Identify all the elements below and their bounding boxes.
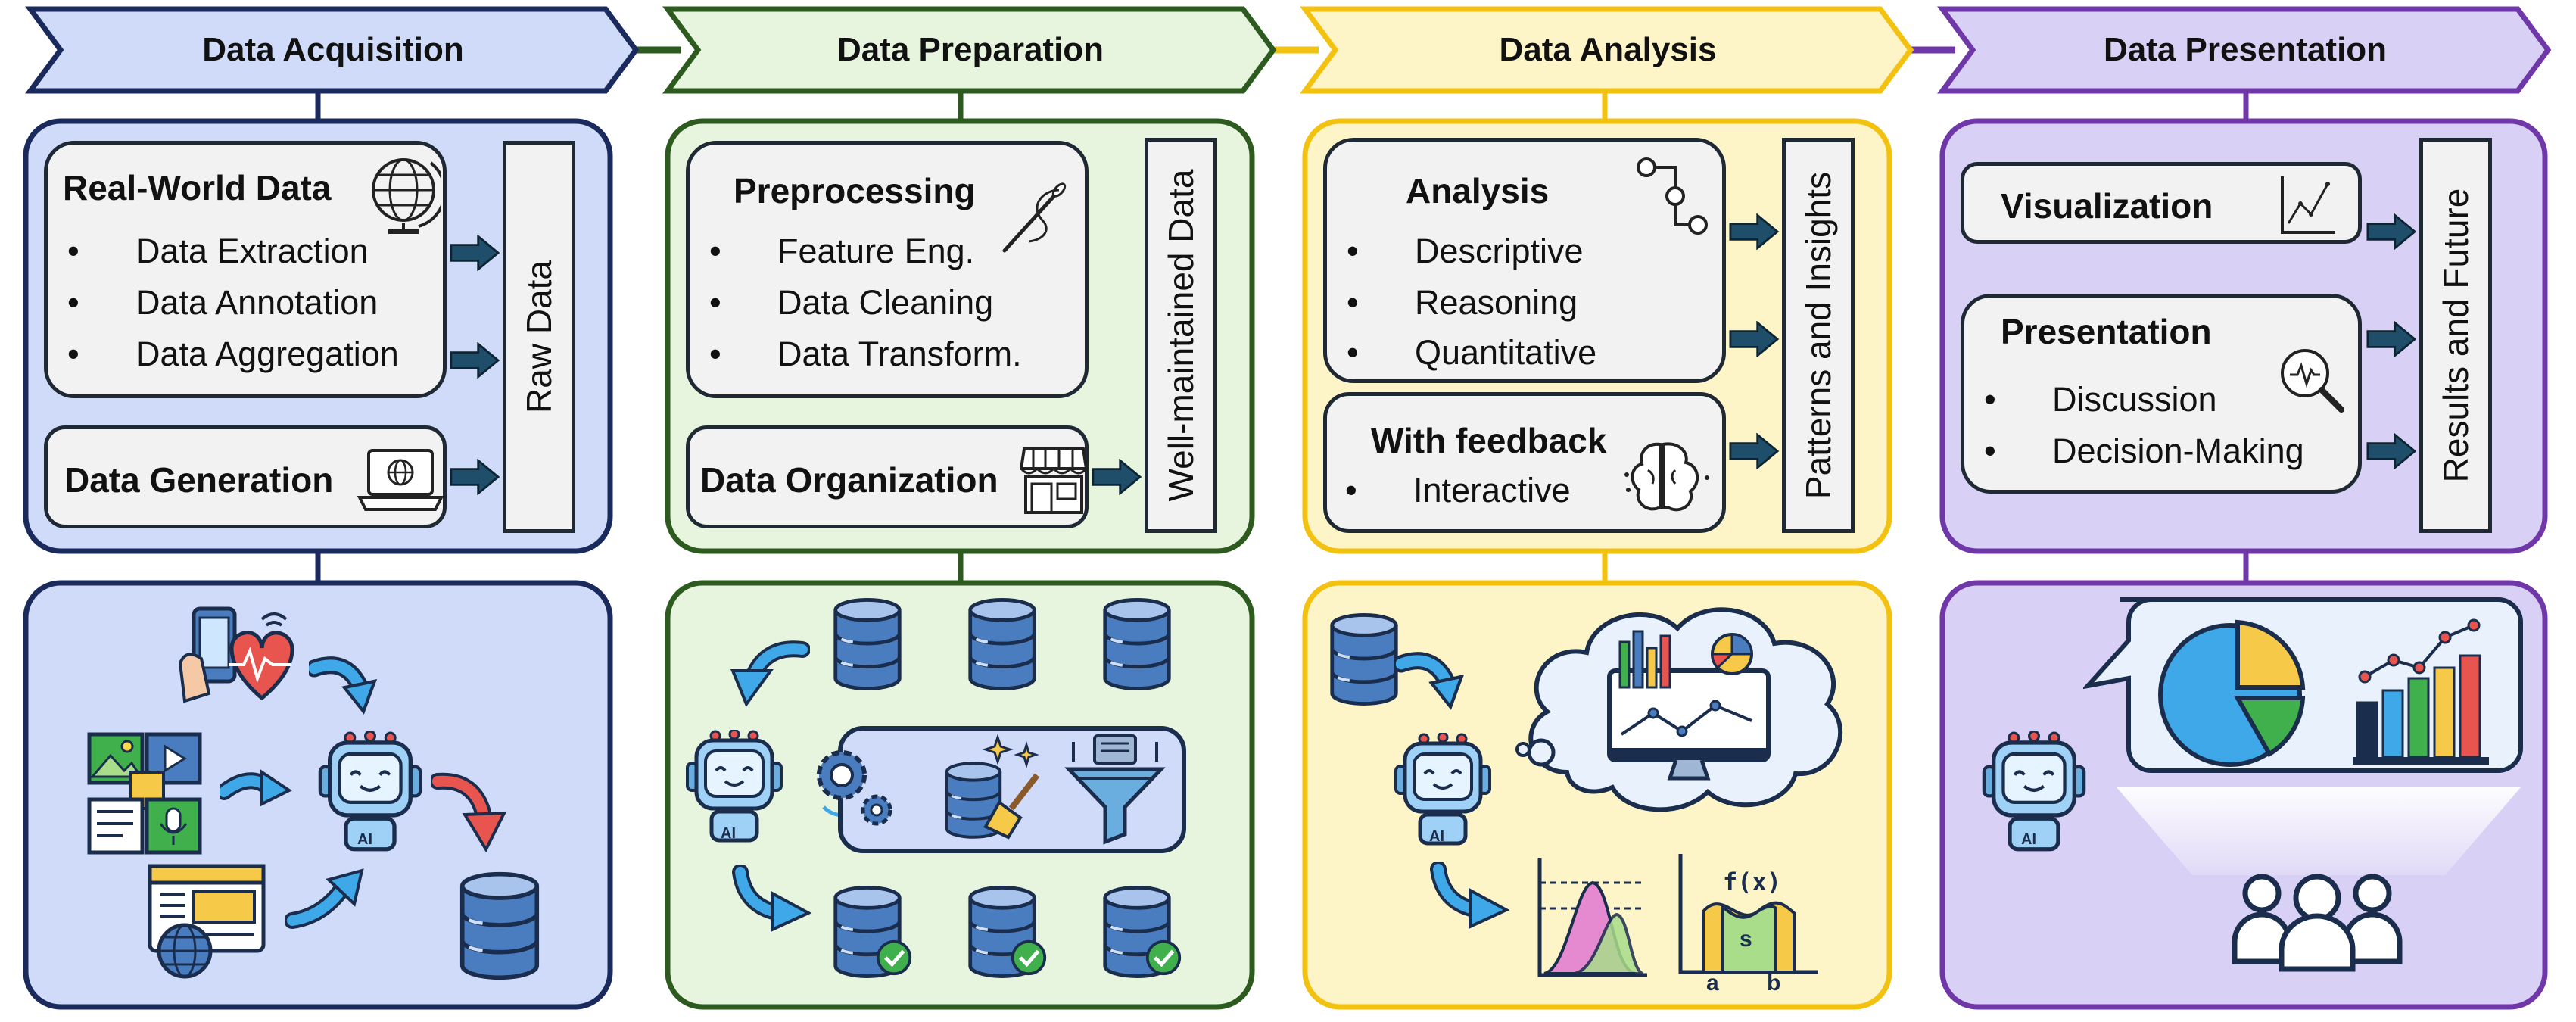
header-acquisition: Data Acquisition — [202, 31, 464, 68]
list-item: •Discussion — [1984, 380, 2217, 419]
arrow-icon — [1729, 433, 1779, 469]
database-icon — [1328, 612, 1400, 707]
header-presentation: Data Presentation — [2103, 31, 2388, 68]
web-page-icon — [148, 864, 266, 979]
header-preparation: Data Preparation — [836, 31, 1104, 68]
list-item: •Data Annotation — [67, 283, 378, 322]
distribution-chart-icon — [1537, 858, 1647, 977]
area-label: s — [1740, 927, 1752, 952]
with-feedback-box: With feedback •Interactive — [1323, 392, 1726, 533]
analysis-box: Analysis •Descriptive •Reasoning •Quanti… — [1323, 138, 1726, 383]
arrow-icon — [1092, 459, 1142, 495]
database-icon — [1101, 597, 1173, 692]
check-icon — [875, 939, 913, 977]
brain-icon — [1624, 442, 1709, 512]
well-maintained-data-label: Well-maintained Data — [1161, 169, 1201, 502]
raw-data-box: Raw Data — [503, 141, 575, 533]
gear-icon — [817, 750, 892, 826]
patterns-insights-box: Patterns and Insights — [1782, 138, 1855, 533]
list-item: •Data Transform. — [709, 335, 1022, 373]
data-generation-title: Data Generation — [64, 460, 334, 500]
with-feedback-title: With feedback — [1371, 421, 1607, 460]
robot-label: AI — [357, 831, 372, 848]
flowchart-icon — [1637, 157, 1708, 235]
well-maintained-data-box: Well-maintained Data — [1145, 138, 1217, 533]
list-item: •Descriptive — [1347, 232, 1584, 270]
list-item: •Reasoning — [1347, 283, 1578, 322]
arrow-icon — [2366, 213, 2416, 250]
users-icon — [2232, 874, 2403, 972]
arrow-icon — [2366, 433, 2416, 469]
integral-chart-icon — [1678, 854, 1818, 974]
axis-b-label: b — [1767, 971, 1781, 996]
real-world-data-box: Real-World Data •Data Extraction •Data A… — [44, 141, 447, 398]
visualization-title: Visualization — [2001, 186, 2213, 226]
list-item: •Data Extraction — [67, 232, 369, 270]
list-item: •Interactive — [1345, 471, 1571, 509]
curved-arrow-icon — [732, 865, 812, 933]
header-analysis: Data Analysis — [1499, 31, 1717, 68]
database-icon — [457, 871, 542, 981]
curved-arrow-icon — [1396, 648, 1469, 712]
funnel-icon — [1064, 734, 1166, 845]
list-item: •Data Cleaning — [709, 283, 994, 322]
header-acquisition-shape — [25, 6, 640, 94]
database-icon — [831, 597, 904, 692]
bar-chart-icon — [2353, 618, 2489, 765]
check-icon — [1145, 939, 1182, 977]
axis-a-label: a — [1706, 971, 1719, 996]
robot-label: AI — [1429, 828, 1444, 845]
list-item: •Quantitative — [1347, 333, 1597, 372]
database-icon — [966, 597, 1039, 692]
arrow-icon — [450, 459, 500, 495]
health-monitor-icon — [179, 606, 294, 703]
curved-arrow-icon — [285, 868, 364, 929]
globe-icon — [372, 158, 441, 234]
arrow-icon — [450, 342, 500, 379]
monitor-icon — [1607, 630, 1771, 781]
results-future-label: Results and Future — [2436, 188, 2475, 483]
presentation-box: Presentation •Discussion •Decision-Makin… — [1961, 294, 2362, 494]
patterns-insights-label: Patterns and Insights — [1799, 171, 1838, 500]
pie-chart-icon — [2158, 619, 2306, 767]
raw-data-label: Raw Data — [519, 260, 559, 413]
visualization-box: Visualization — [1961, 162, 2362, 244]
header-analysis-shape — [1300, 6, 1914, 94]
check-icon — [1010, 939, 1048, 977]
preprocessing-title: Preprocessing — [734, 171, 976, 210]
list-item: •Data Aggregation — [67, 335, 399, 373]
store-icon — [1020, 447, 1088, 514]
real-world-data-title: Real-World Data — [63, 168, 332, 207]
line-chart-icon — [2281, 176, 2335, 234]
curved-arrow-icon — [309, 653, 382, 716]
red-curved-arrow-icon — [431, 772, 507, 853]
presentation-title: Presentation — [2001, 312, 2212, 351]
curved-arrow-icon — [1430, 862, 1510, 930]
data-organization-title: Data Organization — [700, 460, 998, 500]
curved-arrow-icon — [220, 769, 292, 807]
needle-icon — [1002, 182, 1067, 253]
list-item: •Feature Eng. — [709, 232, 975, 270]
curved-arrow-icon — [730, 640, 810, 708]
robot-label: AI — [721, 825, 736, 842]
arrow-icon — [1729, 213, 1779, 250]
robot-label: AI — [2021, 831, 2036, 848]
header-presentation-shape — [1937, 6, 2552, 94]
arrow-icon — [450, 235, 500, 271]
magnifier-icon — [2281, 349, 2344, 413]
arrow-icon — [1729, 321, 1779, 357]
broom-icon — [982, 734, 1040, 840]
list-item: •Decision-Making — [1984, 432, 2304, 470]
laptop-icon — [357, 449, 444, 511]
arrow-icon — [2366, 321, 2416, 357]
analysis-title: Analysis — [1406, 171, 1550, 210]
projection-beam — [2117, 787, 2521, 875]
results-future-box: Results and Future — [2419, 138, 2492, 533]
media-collage-icon — [87, 732, 202, 855]
formula-label: f(x) — [1723, 868, 1782, 896]
header-preparation-shape — [662, 6, 1277, 94]
data-generation-box: Data Generation — [44, 425, 447, 528]
data-organization-box: Data Organization — [686, 425, 1089, 528]
preprocessing-box: Preprocessing •Feature Eng. •Data Cleani… — [686, 141, 1089, 398]
